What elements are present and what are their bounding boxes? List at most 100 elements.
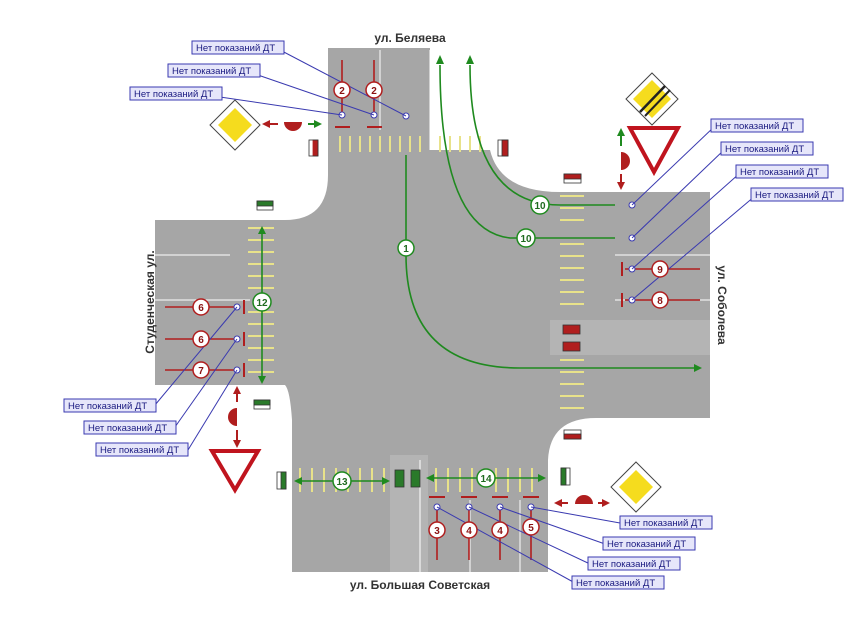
street-south: ул. Большая Советская <box>350 578 490 592</box>
svg-text:10: 10 <box>534 201 546 212</box>
crosswalk-south <box>299 468 533 492</box>
signal-east-top <box>563 173 582 184</box>
flow-10-lower-arrowhead <box>436 55 444 64</box>
svg-text:7: 7 <box>198 366 204 377</box>
svg-text:Нет показаний ДТ: Нет показаний ДТ <box>755 190 834 201</box>
svg-text:8: 8 <box>657 296 663 307</box>
road-surface <box>155 48 710 572</box>
indicator-west <box>228 386 241 448</box>
indicator-south <box>554 495 610 507</box>
svg-text:Нет показаний ДТ: Нет показаний ДТ <box>100 445 179 456</box>
svg-text:4: 4 <box>466 526 472 537</box>
phase-14: 14 <box>476 468 496 488</box>
road-signs <box>208 72 682 513</box>
svg-text:14: 14 <box>480 474 492 485</box>
svg-text:4: 4 <box>497 526 503 537</box>
svg-text:Нет показаний ДТ: Нет показаний ДТ <box>624 518 703 529</box>
phase-10b: 10 <box>516 228 536 248</box>
sensor-label-s3: Нет показаний ДТ <box>587 556 681 571</box>
svg-text:Нет показаний ДТ: Нет показаний ДТ <box>134 89 213 100</box>
flow-1-curve <box>405 254 700 369</box>
phase-3: 3 <box>428 521 446 539</box>
phase-9: 9 <box>651 260 669 278</box>
svg-text:Нет показаний ДТ: Нет показаний ДТ <box>68 401 147 412</box>
svg-text:Нет показаний ДТ: Нет показаний ДТ <box>715 121 794 132</box>
svg-text:12: 12 <box>256 298 268 309</box>
sensor-label-s4: Нет показаний ДТ <box>571 575 665 590</box>
signal-south-island <box>394 469 421 488</box>
svg-text:Нет показаний ДТ: Нет показаний ДТ <box>88 423 167 434</box>
svg-text:2: 2 <box>371 86 377 97</box>
signal-north-right <box>497 139 509 157</box>
phase-8: 8 <box>651 291 669 309</box>
signal-south-left <box>276 471 287 490</box>
svg-text:13: 13 <box>336 477 348 488</box>
svg-text:3: 3 <box>434 526 440 537</box>
signal-north <box>308 139 319 157</box>
sensor-label-e1: Нет показаний ДТ <box>710 118 804 133</box>
sensor-label-e2: Нет показаний ДТ <box>720 141 814 156</box>
svg-text:2: 2 <box>339 86 345 97</box>
phase-1: 1 <box>397 239 415 257</box>
sensor-label-e4: Нет показаний ДТ <box>750 187 844 202</box>
phase-2b: 2 <box>365 81 383 99</box>
svg-text:Нет показаний ДТ: Нет показаний ДТ <box>725 144 804 155</box>
sensor-label-e3: Нет показаний ДТ <box>735 164 829 179</box>
svg-text:Нет показаний ДТ: Нет показаний ДТ <box>740 167 819 178</box>
svg-text:9: 9 <box>657 265 663 276</box>
signal-west-top <box>256 200 274 211</box>
street-west: Студенческая ул. <box>143 250 157 353</box>
signal-south-right <box>560 467 571 486</box>
phase-10a: 10 <box>530 195 550 215</box>
flow-10-lower <box>439 64 615 239</box>
signal-east-island-1 <box>562 324 581 335</box>
sensor-label-n1: Нет показаний ДТ <box>191 40 285 55</box>
phase-2a: 2 <box>333 81 351 99</box>
svg-text:6: 6 <box>198 303 204 314</box>
flow-1-arrowhead <box>694 364 702 372</box>
svg-text:6: 6 <box>198 335 204 346</box>
pedestrian-indicators <box>228 120 630 507</box>
phase-4a: 4 <box>460 521 478 539</box>
sensor-label-w1: Нет показаний ДТ <box>63 398 157 413</box>
crosswalk-north <box>339 136 481 152</box>
phase-12: 12 <box>252 292 272 312</box>
sensor-labels: Нет показаний ДТ Нет показаний ДТ Нет по… <box>63 40 844 590</box>
flow-10-upper-arrowhead <box>466 55 474 64</box>
sensor-label-w3: Нет показаний ДТ <box>95 442 189 457</box>
sensor-label-n2: Нет показаний ДТ <box>167 63 261 78</box>
signal-heads <box>253 139 582 490</box>
phase-7: 7 <box>192 361 210 379</box>
phase-markers: 1 2 2 3 4 4 5 6 6 7 8 9 10 10 12 13 14 <box>192 81 669 539</box>
svg-text:Нет показаний ДТ: Нет показаний ДТ <box>196 43 275 54</box>
street-names: ул. Беляева ул. Большая Советская Студен… <box>143 31 729 592</box>
svg-text:5: 5 <box>528 523 534 534</box>
priority-road-sign-se <box>610 461 662 513</box>
crosswalk-west <box>248 227 274 373</box>
street-north: ул. Беляева <box>374 31 446 45</box>
sensor-label-s2: Нет показаний ДТ <box>602 536 696 551</box>
crosswalks <box>248 136 584 492</box>
street-east: ул. Соболева <box>715 265 729 345</box>
svg-text:1: 1 <box>403 244 409 255</box>
yield-sign-sw <box>208 449 262 494</box>
svg-text:Нет показаний ДТ: Нет показаний ДТ <box>576 578 655 589</box>
indicator-east <box>617 128 630 190</box>
yield-sign-ne <box>626 126 682 177</box>
priority-road-sign-nw <box>209 99 261 151</box>
svg-text:Нет показаний ДТ: Нет показаний ДТ <box>592 559 671 570</box>
phase-5: 5 <box>522 518 540 536</box>
phase-6a: 6 <box>192 298 210 316</box>
signal-east-island-2 <box>562 341 581 352</box>
sensor-label-n3: Нет показаний ДТ <box>129 86 223 101</box>
indicator-north <box>262 120 322 131</box>
phase-6b: 6 <box>192 330 210 348</box>
signal-west-bottom <box>253 399 271 410</box>
crosswalk-east <box>560 195 584 409</box>
stop-lines <box>243 126 623 498</box>
svg-text:10: 10 <box>520 234 532 245</box>
svg-text:Нет показаний ДТ: Нет показаний ДТ <box>607 539 686 550</box>
sensor-label-w2: Нет показаний ДТ <box>83 420 177 435</box>
end-priority-road-sign-ne <box>625 72 679 126</box>
